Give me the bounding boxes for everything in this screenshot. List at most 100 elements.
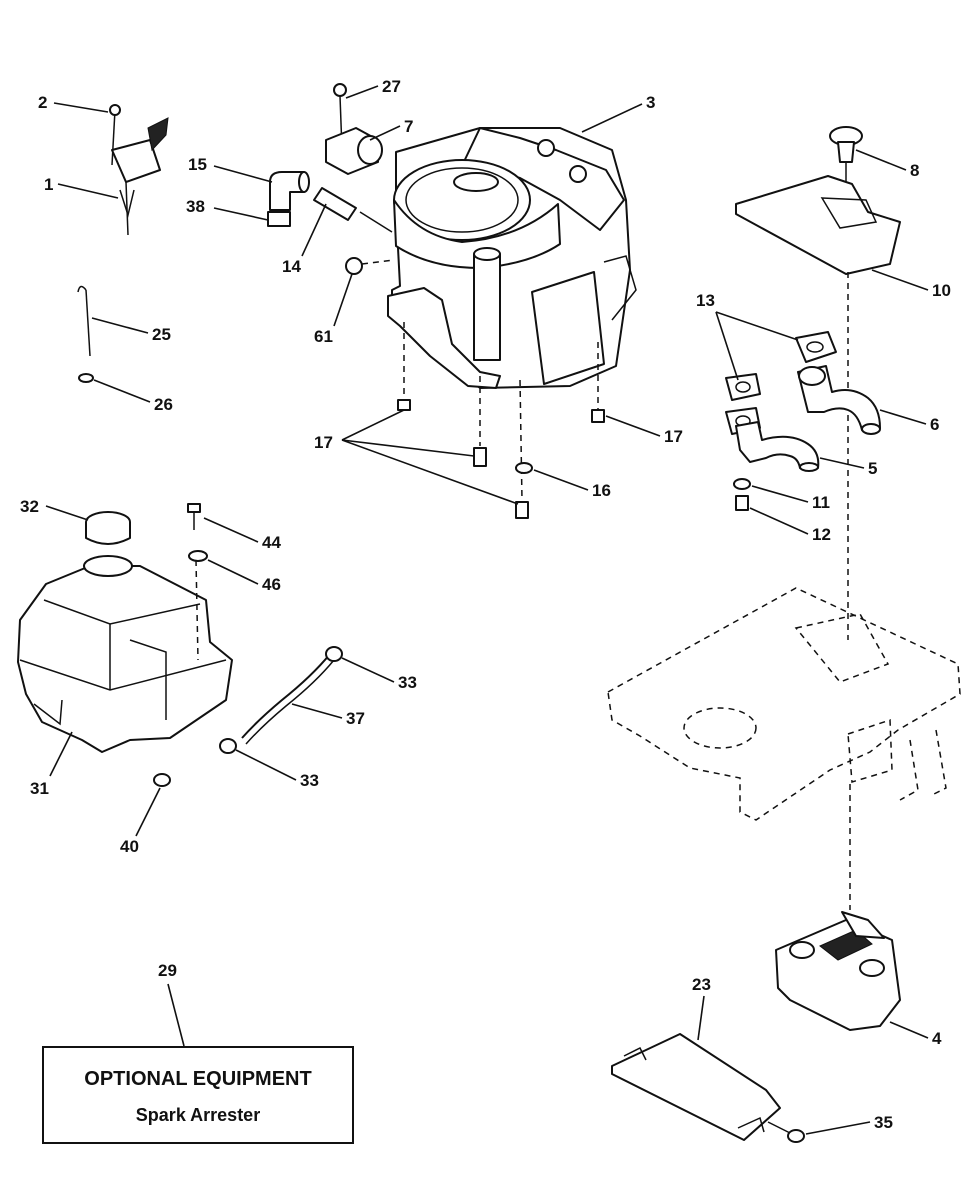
tube-14: [313, 187, 393, 233]
callout-4: 4: [889, 1021, 942, 1048]
callout-label: 17: [314, 433, 333, 452]
nut-12: [735, 495, 749, 511]
gasket-13-mid: [725, 373, 761, 401]
callout-label: 16: [592, 481, 611, 500]
callout-label: 6: [930, 415, 939, 434]
callout-label: 3: [646, 93, 655, 112]
callout-33-upper: 33: [341, 657, 417, 692]
clamp-33-lower: [219, 738, 237, 754]
callout-label: 13: [696, 291, 715, 310]
bolt-44: [187, 503, 201, 661]
callout-label: 31: [30, 779, 49, 798]
callout-25: 25: [91, 317, 171, 344]
callout-32: 32: [20, 497, 89, 521]
callout-label: 46: [262, 575, 281, 594]
fuel-line-37: [241, 653, 335, 745]
callout-29: 29: [158, 961, 185, 1047]
callout-10: 10: [871, 269, 951, 300]
callout-label: 35: [874, 1113, 893, 1132]
clamp-33-upper: [325, 646, 343, 662]
callout-label: 10: [932, 281, 951, 300]
callout-label: 1: [44, 175, 53, 194]
exhaust-pipe-6: [797, 365, 881, 435]
callout-label: 11: [812, 493, 830, 512]
callout-8: 8: [855, 149, 919, 180]
callout-label: 40: [120, 837, 139, 856]
callout-label: 23: [692, 975, 711, 994]
callout-label: 61: [314, 327, 333, 346]
callout-23: 23: [692, 975, 711, 1041]
callout-44: 44: [203, 517, 281, 552]
callout-14: 14: [282, 203, 327, 276]
callout-label: 26: [154, 395, 173, 414]
callout-label: 12: [812, 525, 831, 544]
plug-61: [345, 257, 395, 275]
callout-label: 29: [158, 961, 177, 980]
callout-37: 37: [291, 703, 365, 728]
elbow-fitting-15: [269, 171, 310, 211]
callout-12: 12: [749, 507, 831, 544]
callout-label: 7: [404, 117, 413, 136]
optional-equipment-title: OPTIONAL EQUIPMENT: [84, 1068, 312, 1090]
callout-label: 44: [262, 533, 281, 552]
muffler-4: [775, 911, 901, 1031]
spark-arrester-label: Spark Arrester: [135, 1105, 261, 1125]
callout-5: 5: [819, 457, 877, 478]
shield-10: [735, 175, 901, 640]
bolt-17-left: [397, 399, 411, 411]
callout-label: 27: [382, 77, 401, 96]
callout-2: 2: [38, 93, 109, 113]
callout-61: 61: [314, 273, 353, 346]
heat-shield-23: [611, 1033, 781, 1141]
gasket-13-top: [795, 331, 837, 363]
grommet-40: [153, 773, 171, 787]
clamp-7: [325, 127, 383, 175]
nut-38: [267, 211, 291, 227]
callout-label: 2: [38, 93, 47, 112]
callout-label: 37: [346, 709, 365, 728]
callout-label: 5: [868, 459, 877, 478]
washer-26: [78, 373, 94, 383]
lockwasher-11: [733, 478, 751, 490]
callout-40: 40: [120, 787, 161, 856]
bolt-17-right: [591, 409, 605, 423]
fuel-tank-31: [17, 555, 233, 753]
callout-label: 38: [186, 197, 205, 216]
optional-equipment-box: OPTIONAL EQUIPMENT Spark Arrester: [42, 1046, 354, 1144]
bolt-17-lower: [515, 501, 529, 519]
callout-label: 15: [188, 155, 207, 174]
washer-46: [188, 550, 208, 562]
throttle-control: [109, 104, 169, 236]
callout-label: 25: [152, 325, 171, 344]
callout-label: 33: [300, 771, 319, 790]
callout-35: 35: [805, 1113, 893, 1135]
callout-label: 33: [398, 673, 417, 692]
callout-6: 6: [879, 409, 939, 434]
callout-1: 1: [44, 175, 119, 199]
bolt-17-center: [473, 447, 487, 467]
washer-16: [515, 462, 533, 474]
callout-label: 8: [910, 161, 919, 180]
engine-3: [387, 127, 637, 501]
callout-27: 27: [345, 77, 401, 99]
callout-46: 46: [207, 559, 281, 594]
callout-label: 32: [20, 497, 39, 516]
callout-7: 7: [369, 117, 413, 141]
callout-3: 3: [581, 93, 655, 133]
pin-25: [77, 285, 91, 357]
callout-label: 17: [664, 427, 683, 446]
callout-31: 31: [30, 731, 73, 798]
screw-35: [767, 1121, 805, 1143]
callout-17-left: 17: [314, 409, 519, 505]
callout-26: 26: [93, 379, 173, 414]
callout-17-right: 17: [605, 415, 683, 446]
callout-11: 11: [751, 485, 830, 512]
callout-38: 38: [186, 197, 269, 221]
callout-33-lower: 33: [235, 749, 319, 790]
exhaust-pipe-5: [735, 421, 820, 472]
callout-label: 14: [282, 257, 301, 276]
fuel-cap-32: [85, 511, 131, 545]
callout-13: 13: [696, 291, 799, 381]
frame: [607, 587, 961, 910]
